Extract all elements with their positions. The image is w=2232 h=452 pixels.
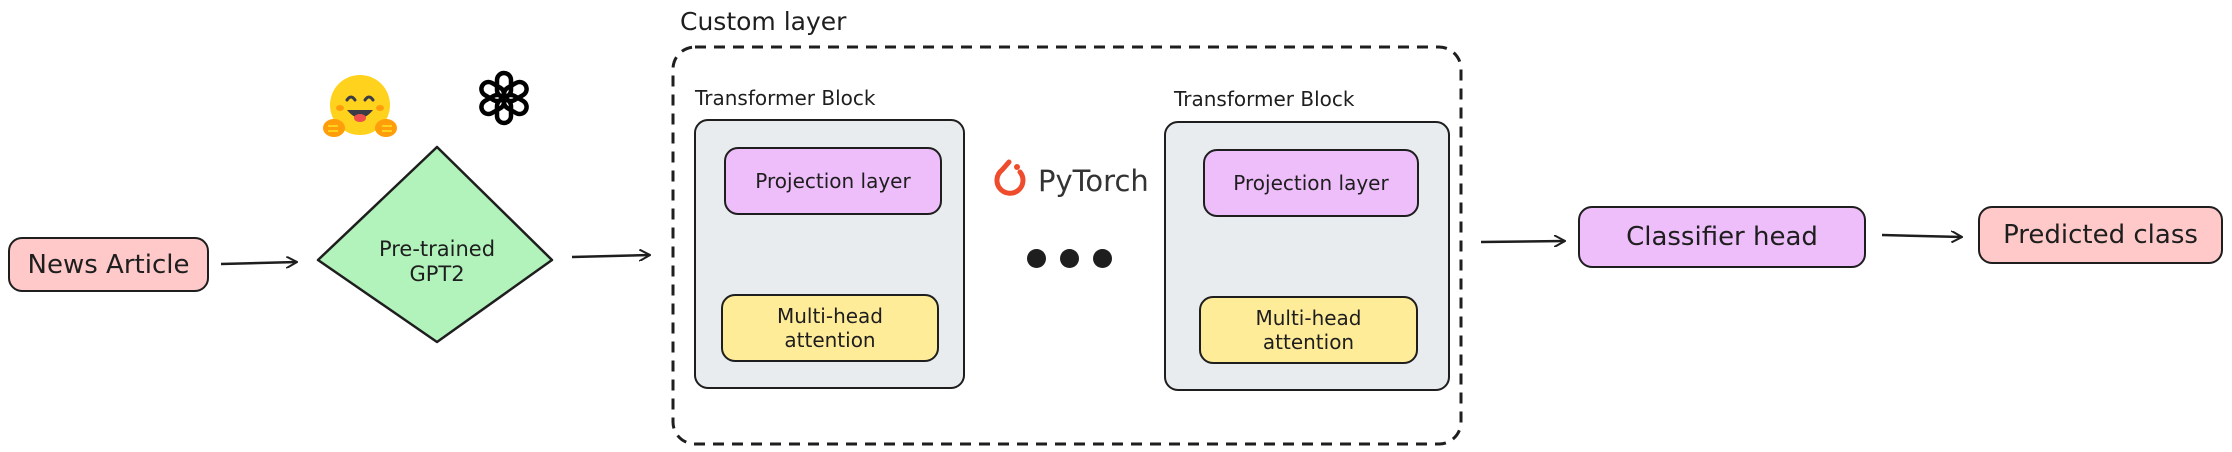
predicted-class-node: Predicted class [1978, 206, 2223, 264]
news-article-node: News Article [8, 237, 209, 292]
ellipsis-dot [1027, 249, 1046, 268]
attention-1-line1: Multi-head [776, 304, 884, 328]
custom-layer-container [671, 45, 1463, 446]
openai-icon [479, 70, 529, 126]
news-article-label: News Article [27, 249, 190, 280]
pytorch-label: PyTorch [1038, 164, 1149, 198]
projection-layer-1-label: Projection layer [755, 169, 911, 193]
gpt2-label-line1: Pre-trained [378, 237, 496, 261]
custom-layer-title: Custom layer [680, 7, 847, 36]
attention-1-line2: attention [784, 328, 876, 352]
gpt2-label-line2: GPT2 [409, 262, 465, 286]
predicted-class-label: Predicted class [2003, 220, 2198, 250]
ellipsis-icon [1027, 249, 1112, 268]
multi-head-attention-2: Multi-head attention [1199, 296, 1418, 364]
transformer-block-1-title: Transformer Block [695, 86, 876, 110]
projection-layer-2-label: Projection layer [1233, 171, 1389, 195]
gpt2-diamond [316, 145, 554, 344]
projection-layer-2: Projection layer [1203, 149, 1419, 217]
arrow-custom-layer-to-head [1480, 241, 1565, 242]
transformer-block-2-title: Transformer Block [1174, 87, 1355, 111]
gpt2-label-group: Pre-trained GPT2 [337, 222, 537, 302]
projection-layer-1: Projection layer [724, 147, 942, 215]
arrow-gpt2-to-custom-layer [571, 255, 650, 257]
ellipsis-dot [1060, 249, 1079, 268]
classifier-head-label: Classifier head [1626, 222, 1818, 252]
classifier-head-node: Classifier head [1578, 206, 1866, 268]
attention-2-line1: Multi-head [1255, 306, 1362, 330]
attention-2-line2: attention [1262, 330, 1355, 354]
arrow-article-to-gpt2 [220, 262, 297, 264]
pytorch-icon [994, 159, 1026, 196]
pytorch-logo: PyTorch [992, 158, 1149, 204]
ellipsis-dot [1093, 249, 1112, 268]
huggingface-icon [323, 75, 397, 137]
multi-head-attention-1: Multi-head attention [721, 294, 939, 362]
arrow-head-to-output [1881, 235, 1962, 237]
